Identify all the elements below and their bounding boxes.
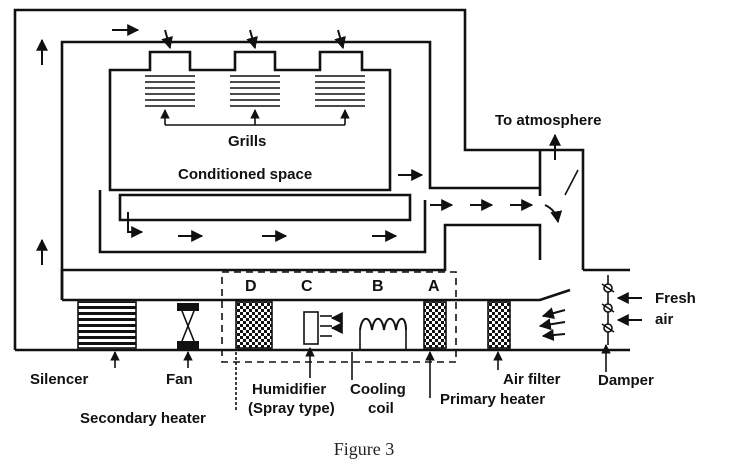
grills-leader bbox=[160, 109, 350, 126]
label-fresh: Fresh bbox=[655, 290, 696, 307]
grill-vents bbox=[145, 75, 365, 107]
label-letter-b: B bbox=[372, 278, 384, 295]
exhaust-outlet bbox=[538, 150, 630, 352]
label-secondary-heater: Secondary heater bbox=[80, 410, 206, 427]
label-to-atmosphere: To atmosphere bbox=[495, 112, 601, 129]
label-leaders bbox=[110, 344, 611, 410]
secondary-heater bbox=[235, 301, 273, 349]
fan bbox=[177, 303, 199, 349]
inner-duct-wall bbox=[60, 40, 542, 300]
label-primary-heater: Primary heater bbox=[440, 391, 545, 408]
grill-1 bbox=[145, 75, 195, 107]
label-damper: Damper bbox=[598, 372, 654, 389]
lower-duct-wall bbox=[98, 190, 427, 254]
ahu-duct-top bbox=[62, 288, 571, 302]
label-fan: Fan bbox=[166, 371, 193, 388]
outer-duct bbox=[13, 8, 585, 350]
silencer bbox=[77, 301, 137, 349]
label-conditioned-space: Conditioned space bbox=[178, 166, 312, 183]
label-cooling: Cooling bbox=[350, 381, 406, 398]
label-silencer: Silencer bbox=[30, 371, 89, 388]
supply-duct-loop bbox=[60, 223, 542, 300]
grill-ducts bbox=[108, 50, 392, 192]
label-letter-d: D bbox=[245, 278, 257, 295]
flow-arrows bbox=[36, 24, 642, 341]
grill-3 bbox=[315, 75, 365, 107]
label-coil: coil bbox=[368, 400, 394, 417]
damper bbox=[601, 275, 615, 345]
label-letter-c: C bbox=[301, 278, 313, 295]
grill-2 bbox=[230, 75, 280, 107]
humidifier bbox=[303, 311, 332, 345]
air-filter bbox=[487, 301, 511, 349]
label-air-filter: Air filter bbox=[503, 371, 561, 388]
treatment-enclosure bbox=[221, 271, 457, 363]
cooling-coil bbox=[359, 317, 407, 350]
return-duct bbox=[118, 193, 412, 222]
label-humidifier: Humidifier bbox=[252, 381, 326, 398]
label-air: air bbox=[655, 311, 674, 328]
label-grills: Grills bbox=[228, 133, 266, 150]
label-spray-type: (Spray type) bbox=[248, 400, 335, 417]
figure-caption: Figure 3 bbox=[334, 439, 395, 459]
label-letter-a: A bbox=[428, 278, 440, 295]
primary-heater bbox=[423, 301, 447, 349]
